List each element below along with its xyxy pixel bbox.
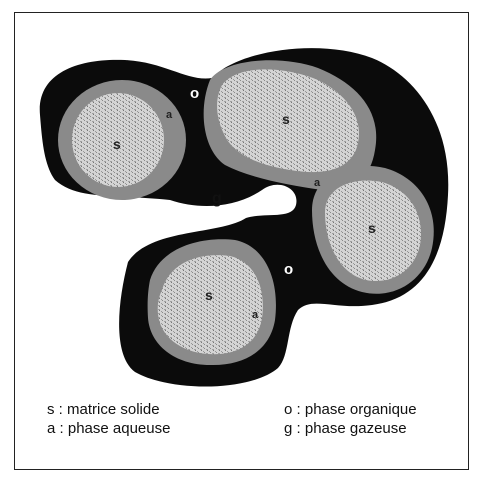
- legend-aqueous: a : phase aqueuse: [47, 420, 170, 438]
- legend-solid: s : matrice solide: [47, 401, 160, 419]
- legend-separator: :: [55, 401, 68, 418]
- solid-label-1: s: [113, 136, 121, 152]
- aqueous-label-3: a: [252, 309, 259, 321]
- legend-symbol: s: [47, 401, 55, 418]
- legend-separator: :: [292, 420, 305, 437]
- legend-text: matrice solide: [67, 401, 160, 418]
- solid-label-3: s: [368, 220, 376, 236]
- organic-phase-label: o: [190, 85, 199, 102]
- legend-text: phase organique: [305, 401, 417, 418]
- solid-label-4: s: [205, 287, 213, 303]
- aqueous-label-2: a: [314, 177, 321, 189]
- legend-text: phase gazeuse: [305, 420, 407, 437]
- aqueous-label-1: a: [166, 109, 173, 121]
- legend-separator: :: [55, 420, 68, 437]
- legend-organic: o : phase organique: [284, 401, 417, 419]
- legend-gas: g : phase gazeuse: [284, 420, 407, 438]
- solid-label-2: s: [282, 111, 290, 127]
- gas-phase-label: g: [212, 190, 222, 207]
- legend-separator: :: [292, 401, 305, 418]
- organic-phase-label-2: o: [284, 261, 293, 278]
- legend-text: phase aqueuse: [68, 420, 171, 437]
